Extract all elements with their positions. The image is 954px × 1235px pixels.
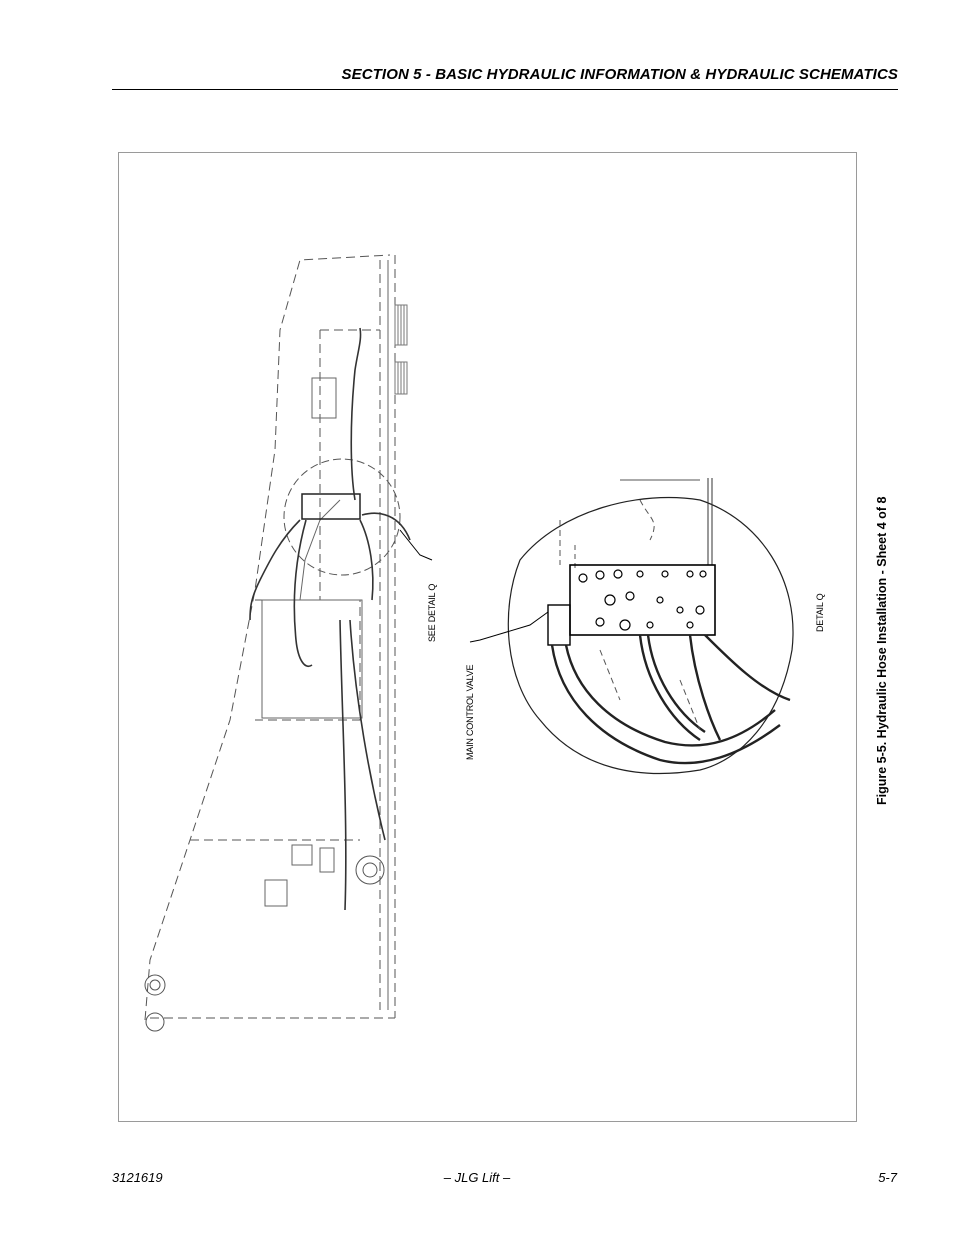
valve-block-small — [301, 493, 361, 520]
machine-frame-outline — [144, 254, 396, 1021]
pivot-circle-top — [144, 974, 166, 996]
detail-circle-small — [283, 458, 401, 576]
page-header: SECTION 5 - BASIC HYDRAULIC INFORMATION … — [112, 64, 898, 90]
valve-block-large — [569, 564, 716, 636]
page-number: 5-7 — [878, 1170, 897, 1185]
gear-teeth — [394, 304, 408, 395]
figure-caption: Figure 5-5. Hydraulic Hose Installation … — [875, 496, 889, 805]
main-control-valve-leader — [469, 611, 549, 643]
hose-fitting — [547, 604, 571, 646]
header-rule — [112, 89, 898, 90]
hoses-main — [249, 327, 411, 911]
machine-frame-solid — [261, 260, 389, 1010]
main-control-valve-callout: MAIN CONTROL VALVE — [465, 664, 475, 760]
doc-number: 3121619 — [112, 1170, 163, 1185]
see-detail-leader — [399, 529, 433, 561]
detail-q-label: DETAIL Q — [815, 593, 825, 632]
detail-q-view — [507, 478, 794, 775]
cylinder-port — [355, 855, 385, 885]
figure-frame — [118, 152, 857, 1122]
section-title: SECTION 5 - BASIC HYDRAULIC INFORMATION … — [341, 66, 898, 83]
see-detail-callout: SEE DETAIL Q — [427, 583, 437, 642]
pivot-circle-bottom — [145, 1012, 165, 1032]
publisher-footer: – JLG Lift – — [443, 1170, 511, 1185]
